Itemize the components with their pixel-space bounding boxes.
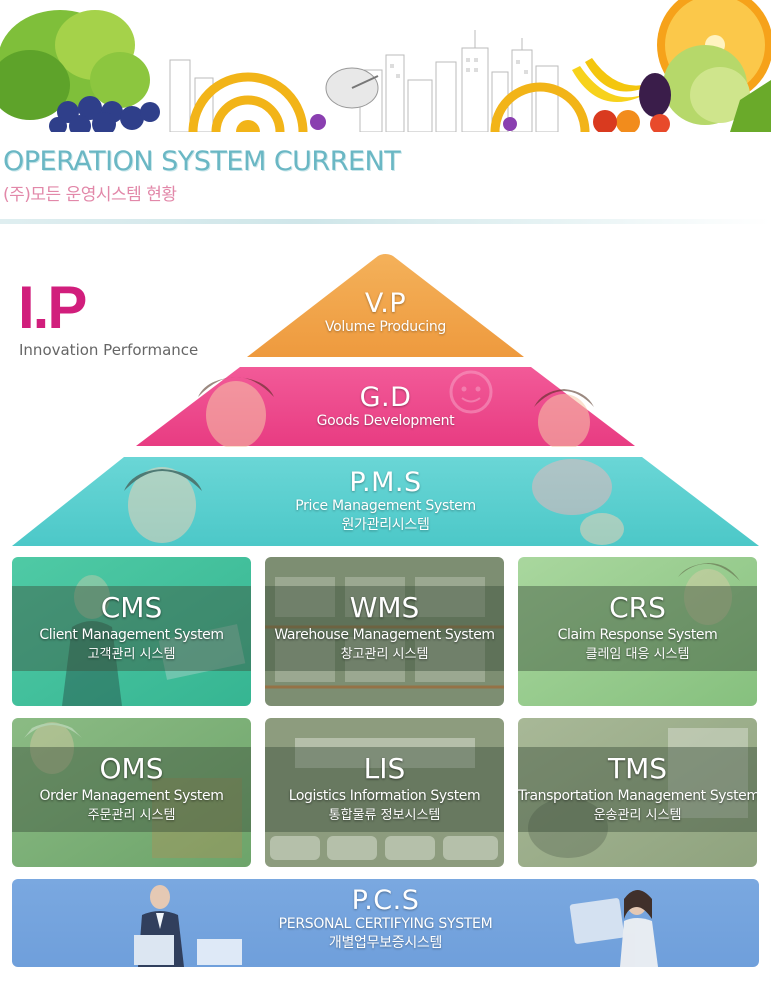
- system-cms-name: Client Management System: [39, 627, 224, 643]
- heading-divider: [0, 219, 771, 224]
- system-tms-name: Transportation Management System: [518, 788, 757, 804]
- tier-gd-subtitle: Goods Development: [316, 413, 455, 429]
- system-card-wms: WMS Warehouse Management System 창고관리 시스템: [265, 557, 504, 706]
- page-title: OPERATION SYSTEM CURRENT: [3, 146, 401, 177]
- system-oms-name: Order Management System: [39, 788, 224, 804]
- tier-gd: G.D Goods Development: [136, 367, 635, 447]
- system-crs-name-ko: 클레임 대응 시스템: [585, 647, 690, 662]
- ip-tagline: Innovation Performance: [19, 341, 199, 359]
- ip-logo: I.P: [18, 274, 87, 341]
- header-banner-illustration: [0, 0, 771, 132]
- system-card-tms: TMS Transportation Management System 운송관…: [518, 718, 757, 867]
- system-crs-name: Claim Response System: [557, 627, 718, 643]
- system-lis-title: LIS: [363, 752, 406, 785]
- page-subtitle: (주)모든 운영시스템 현황: [3, 185, 177, 205]
- system-cms-title: CMS: [100, 591, 163, 624]
- system-wms-name: Warehouse Management System: [274, 627, 495, 643]
- system-lis-name-ko: 통합물류 정보시스템: [328, 808, 441, 823]
- system-tms-title: TMS: [607, 752, 668, 785]
- tier-pms-title: P.M.S: [349, 467, 422, 498]
- tier-pms-subtitle-ko: 원가관리시스템: [341, 517, 430, 533]
- system-oms-name-ko: 주문관리 시스템: [87, 808, 176, 823]
- system-tms-name-ko: 운송관리 시스템: [593, 808, 682, 823]
- tier-pcs-subtitle-ko: 개별업무보증시스템: [328, 935, 443, 951]
- tier-vp: V.P Volume Producing: [247, 254, 524, 358]
- system-card-crs: CRS Claim Response System 클레임 대응 시스템: [518, 557, 757, 706]
- system-oms-title: OMS: [99, 752, 164, 785]
- system-lis-name: Logistics Information System: [288, 788, 481, 804]
- system-cms-name-ko: 고객관리 시스템: [87, 647, 176, 662]
- tier-pcs: P.C.S PERSONAL CERTIFYING SYSTEM 개별업무보증시…: [12, 879, 759, 967]
- tier-pcs-subtitle: PERSONAL CERTIFYING SYSTEM: [278, 916, 493, 932]
- system-card-oms: OMS Order Management System 주문관리 시스템: [12, 718, 251, 867]
- system-wms-title: WMS: [349, 591, 420, 624]
- tier-pms: P.M.S Price Management System 원가관리시스템: [12, 457, 759, 547]
- tier-pms-subtitle: Price Management System: [295, 498, 476, 514]
- system-wms-name-ko: 창고관리 시스템: [340, 647, 429, 662]
- tier-vp-title: V.P: [364, 288, 407, 319]
- system-card-cms: CMS Client Management System 고객관리 시스템: [12, 557, 251, 706]
- tier-gd-title: G.D: [359, 382, 412, 413]
- tier-vp-subtitle: Volume Producing: [324, 319, 447, 335]
- system-crs-title: CRS: [609, 591, 666, 624]
- system-card-lis: LIS Logistics Information System 통합물류 정보…: [265, 718, 504, 867]
- tier-pcs-title: P.C.S: [351, 885, 420, 916]
